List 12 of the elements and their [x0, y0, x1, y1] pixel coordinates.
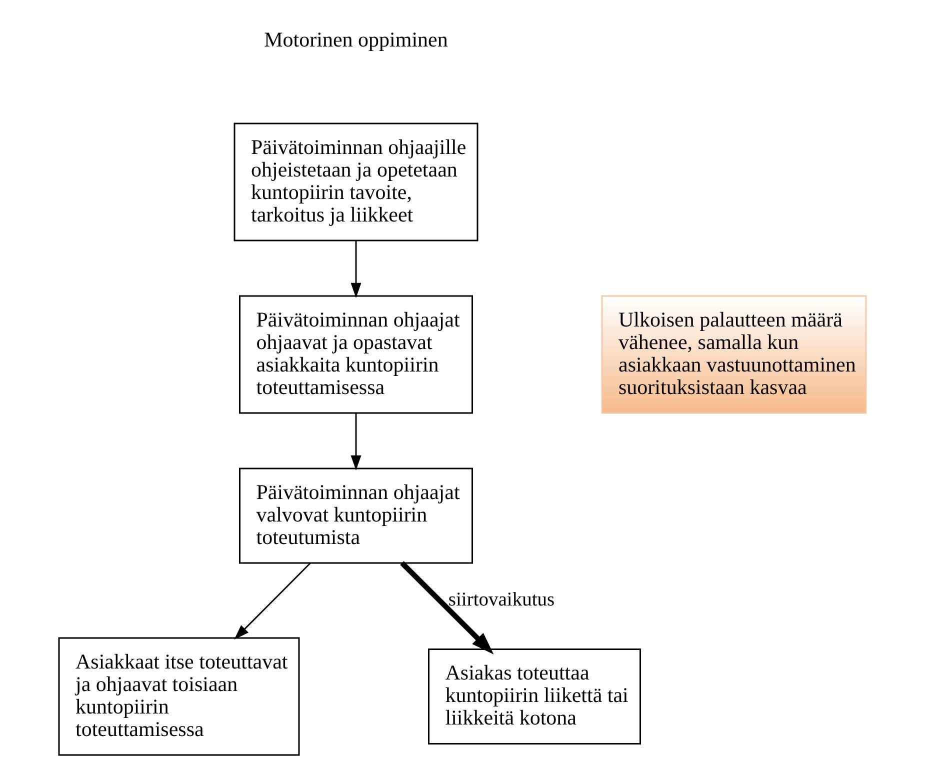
- arrow: [350, 240, 362, 298]
- arrow: [350, 413, 362, 470]
- node-box: Ulkoisen palautteen määrä vähenee, samalla kun asiakkaan vastuunottaminen suorituksistaan kasvaa: [601, 295, 867, 414]
- node-box: Asiakas toteuttaa kuntopiirin liikettä tai liikkeitä kotona: [428, 648, 641, 744]
- node-box: Päivätoiminnan ohjaajat valvovat kuntopiirin toteutumista: [239, 468, 473, 564]
- node-box: Asiakkaat itse toteuttavat ja ohjaavat toisiaan kuntopiirin toteuttamisessa: [58, 637, 300, 756]
- arrow: [234, 562, 311, 640]
- edge-label: siirtovaikutus: [448, 590, 555, 611]
- node-box: Päivätoiminnan ohjaajille ohjeistetaan ja opetetaan kuntopiirin tavoite, tarkoitus ja liikkeet: [234, 122, 478, 242]
- label: Motorinen oppiminen: [264, 28, 448, 52]
- arrow: [400, 561, 494, 654]
- node-box: Päivätoiminnan ohjaajat ohjaavat ja opastavat asiakkaita kuntopiirin toteuttamisessa: [239, 295, 473, 414]
